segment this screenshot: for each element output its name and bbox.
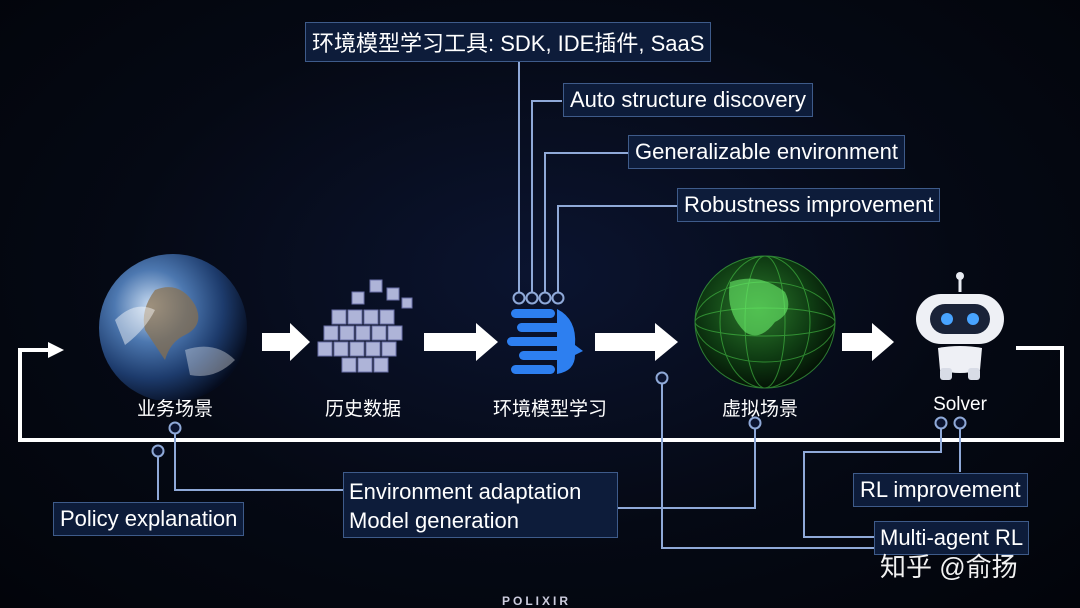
stage-label-virtual: 虚拟场景 <box>721 399 798 420</box>
connector-env-adapt <box>174 433 345 491</box>
flow-arrow-4 <box>842 323 894 361</box>
flow-arrow-1 <box>262 323 310 361</box>
connector-multi-agent <box>803 428 942 538</box>
auto-structure-box: Auto structure discovery <box>563 83 813 117</box>
tool-box: 环境模型学习工具: SDK, IDE插件, SaaS <box>305 22 712 62</box>
node-circle <box>525 291 539 305</box>
ai-head-icon <box>507 309 583 374</box>
virtual-globe-icon <box>694 255 836 389</box>
node-circle <box>953 416 967 430</box>
earth-icon <box>99 254 247 400</box>
flow-arrow-3 <box>595 323 678 361</box>
rl-improvement-box: RL improvement <box>853 473 1028 507</box>
flow-arrow-2 <box>424 323 498 361</box>
node-circle <box>748 416 762 430</box>
node-circle <box>151 444 165 458</box>
feedback-loop-arrowhead <box>48 342 64 358</box>
connector-robust <box>557 205 677 292</box>
stage-label-solver: Solver <box>933 394 987 415</box>
feedback-loop-line <box>18 346 1064 442</box>
stage-label-business: 业务场景 <box>136 399 213 420</box>
node-circle <box>512 291 526 305</box>
generalizable-box: Generalizable environment <box>628 135 905 169</box>
policy-explanation-box: Policy explanation <box>53 502 245 536</box>
node-circle <box>168 421 182 435</box>
multi-agent-rl-box: Multi-agent RL <box>874 521 1030 555</box>
node-circle <box>934 416 948 430</box>
connector-general <box>544 152 628 292</box>
node-circle <box>551 291 565 305</box>
robot-icon <box>916 272 1004 380</box>
model-generation-label: Model generation <box>349 508 520 533</box>
brand-logo: POLIXIR <box>502 594 572 608</box>
connector-auto <box>531 100 562 292</box>
stage-label-history: 历史数据 <box>324 399 401 420</box>
node-circle <box>655 371 669 385</box>
connector-env-learning <box>661 384 874 549</box>
stage-label-env-learning: 环境模型学习 <box>492 399 607 420</box>
env-adaptation-label: Environment adaptation <box>349 479 582 504</box>
data-cubes-icon <box>317 279 413 373</box>
robustness-box: Robustness improvement <box>677 188 941 222</box>
node-circle <box>538 291 552 305</box>
env-adaptation-box: Environment adaptation Model generation <box>343 472 618 538</box>
watermark: 知乎 @俞扬 <box>880 552 1018 582</box>
